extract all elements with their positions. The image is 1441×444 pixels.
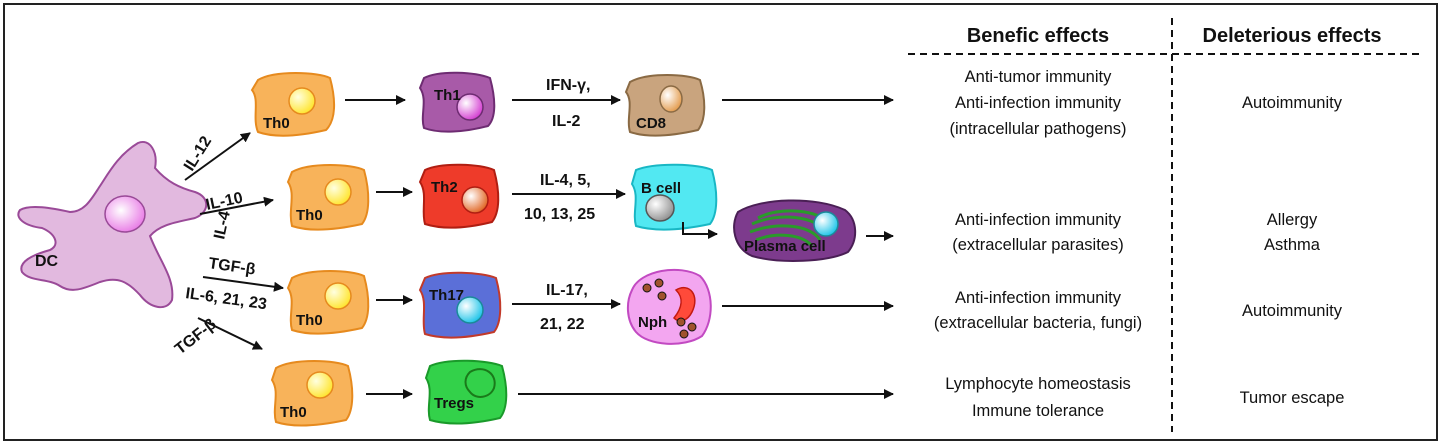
- row1-deleterious: Autoimmunity: [1242, 94, 1343, 112]
- row2-benefic-line1: Anti-infection immunity: [955, 211, 1122, 229]
- il12-label: IL-12: [181, 133, 215, 174]
- th0-label-row2: Th0: [296, 207, 323, 224]
- th0-label-row1: Th0: [263, 115, 290, 132]
- tregs-label: Tregs: [434, 395, 474, 412]
- il4-label: IL-4: [211, 209, 234, 240]
- cd8-label: CD8: [636, 115, 666, 132]
- th0-label-row4: Th0: [280, 404, 307, 421]
- il10-label: IL-10: [204, 189, 244, 213]
- th2-cytokines-line1: IL-4, 5,: [540, 172, 591, 189]
- tgfb-th17-label: TGF-β: [207, 255, 256, 278]
- row2-benefic-line2: (extracellular parasites): [952, 236, 1123, 254]
- th17-cytokines-line2: 21, 22: [540, 316, 585, 333]
- th0-cell-row4: Th0: [270, 360, 354, 427]
- th0-cell-row1: Th0: [250, 72, 336, 137]
- arrow-bcell-plasma: [682, 222, 718, 239]
- row2-deleterious-line1: Allergy: [1267, 211, 1318, 229]
- arrow-dc-th1-path: [184, 132, 251, 181]
- row3-benefic-line1: Anti-infection immunity: [955, 289, 1122, 307]
- th1-label: Th1: [434, 87, 461, 104]
- row4-deleterious: Tumor escape: [1240, 389, 1345, 407]
- nph-label: Nph: [638, 314, 667, 331]
- tgfb-treg-label: TGF-β: [172, 316, 220, 359]
- th0-label-row3: Th0: [296, 312, 323, 329]
- th17-cytokines-line1: IL-17,: [546, 282, 588, 299]
- arrow-dc-th2-path: [199, 196, 274, 215]
- plasma-cell: Plasma cell: [733, 199, 857, 262]
- il6-21-23-label: IL-6, 21, 23: [184, 285, 267, 313]
- figure-border: [3, 3, 1438, 441]
- dendritic-cell: DC: [17, 140, 208, 309]
- plasma-label: Plasma cell: [744, 238, 826, 255]
- tregs-cell: Tregs: [424, 359, 508, 425]
- row1-benefic-line3: (intracellular pathogens): [949, 120, 1126, 138]
- neutrophil-cell: Nph: [626, 268, 712, 345]
- th0-cell-row3: Th0: [286, 270, 370, 335]
- row2-deleterious-line2: Asthma: [1264, 236, 1321, 254]
- th17-cell: Th17: [418, 271, 502, 339]
- bcell-label: B cell: [641, 180, 681, 197]
- th1-cytokines-line2: IL-2: [552, 113, 581, 130]
- th1-cell: Th1: [418, 71, 496, 133]
- deleterious-effects-header: Deleterious effects: [1203, 25, 1382, 47]
- row3-deleterious: Autoimmunity: [1242, 302, 1343, 320]
- cd8-cell: CD8: [624, 74, 706, 137]
- th0-cell-row2: Th0: [286, 164, 370, 231]
- dc-label: DC: [35, 253, 59, 270]
- arrow-dc-treg-path: [197, 317, 263, 350]
- row4-benefic-line1: Lymphocyte homeostasis: [945, 375, 1131, 393]
- th2-cell: Th2: [418, 163, 500, 229]
- row3-benefic-line2: (extracellular bacteria, fungi): [934, 314, 1142, 332]
- th17-label: Th17: [429, 287, 464, 304]
- row1-benefic-line1: Anti-tumor immunity: [965, 68, 1112, 86]
- th2-label: Th2: [431, 179, 458, 196]
- benefic-effects-header: Benefic effects: [967, 25, 1109, 47]
- b-cell: B cell: [630, 163, 718, 231]
- row4-benefic-line2: Immune tolerance: [972, 402, 1104, 420]
- th1-cytokines-line1: IFN-γ,: [546, 77, 590, 94]
- row1-benefic-line2: Anti-infection immunity: [955, 94, 1122, 112]
- th2-cytokines-line2: 10, 13, 25: [524, 206, 595, 223]
- arrow-dc-th17-path: [202, 276, 284, 292]
